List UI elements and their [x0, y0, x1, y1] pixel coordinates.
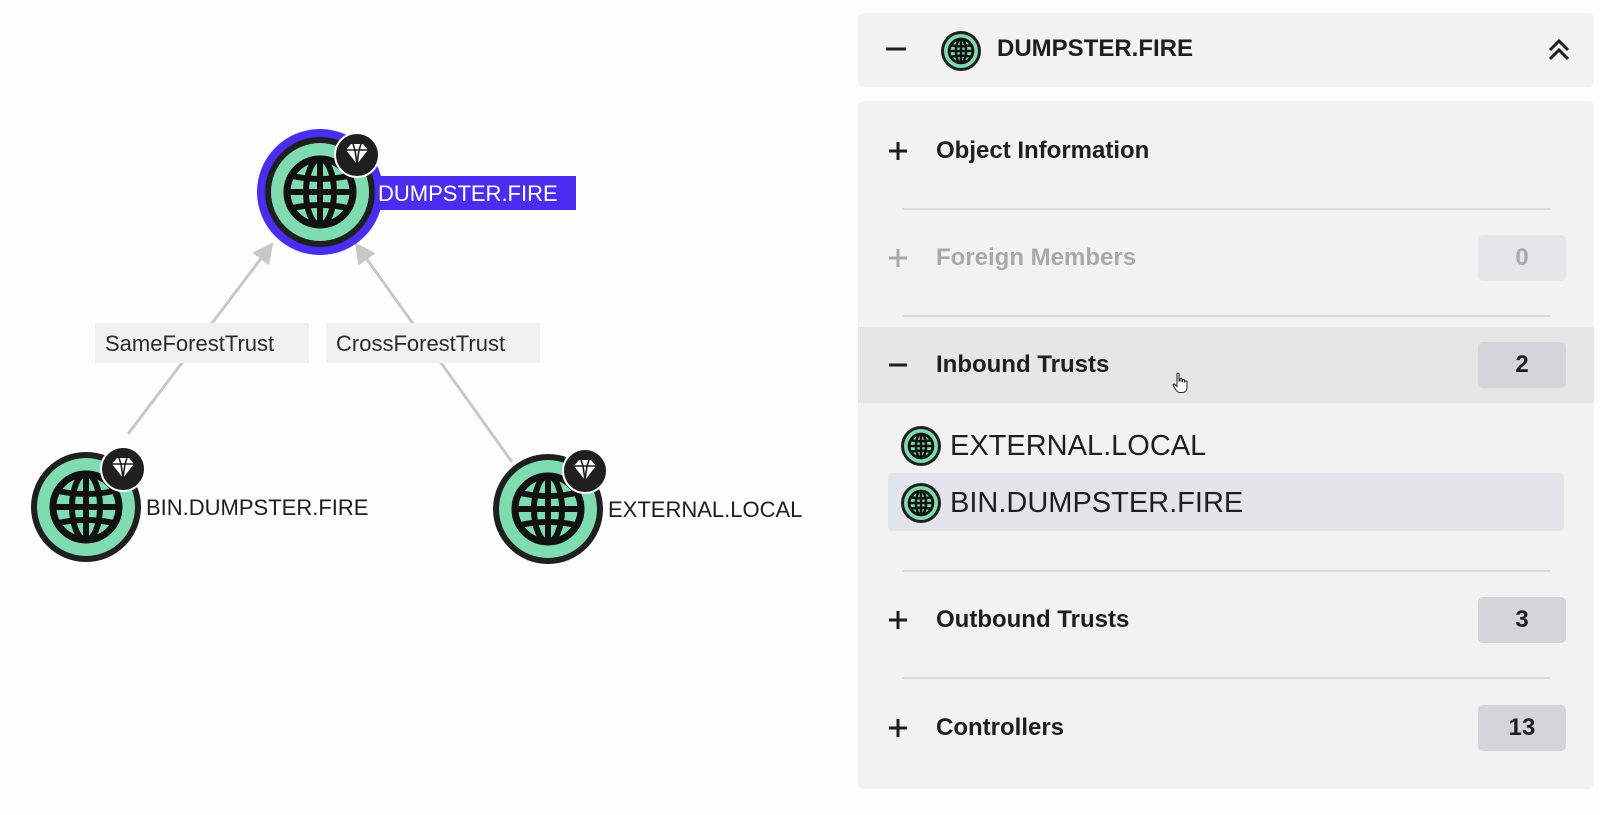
- plus-icon: [889, 719, 907, 737]
- section-label: Controllers: [936, 714, 1065, 741]
- section-object-information[interactable]: Object Information: [858, 113, 1594, 189]
- plus-icon: [889, 142, 907, 160]
- node-bin-dumpster-fire[interactable]: BIN.DUMPSTER.FIRE: [31, 446, 368, 562]
- section-foreign-members: Foreign Members 0: [858, 220, 1594, 296]
- plus-icon: [889, 611, 907, 629]
- svg-text:SameForestTrust: SameForestTrust: [105, 331, 274, 356]
- gem-icon: [562, 448, 608, 494]
- divider: [902, 315, 1550, 317]
- count-badge: 3: [1478, 597, 1566, 643]
- minus-icon: [889, 363, 907, 367]
- selected-label-background: [370, 176, 576, 210]
- trust-item-name: EXTERNAL.LOCAL: [950, 430, 1207, 462]
- section-inbound-trusts[interactable]: Inbound Trusts 2: [858, 327, 1594, 403]
- edge-label-crossforesttrust[interactable]: CrossForestTrust: [326, 323, 540, 363]
- globe-icon: [901, 426, 941, 466]
- svg-text:CrossForestTrust: CrossForestTrust: [336, 331, 505, 356]
- minus-icon[interactable]: [878, 31, 914, 67]
- trust-item-name: BIN.DUMPSTER.FIRE: [950, 487, 1244, 519]
- globe-icon: [941, 31, 981, 71]
- inbound-trust-item-bin-dumpster-fire[interactable]: BIN.DUMPSTER.FIRE: [888, 473, 1564, 531]
- double-chevron-up-icon[interactable]: [1542, 33, 1576, 67]
- divider: [902, 677, 1550, 679]
- globe-icon: [901, 483, 941, 523]
- hand-pointer-icon: [1172, 372, 1188, 393]
- node-label: DUMPSTER.FIRE: [378, 181, 558, 206]
- count-badge: 2: [1478, 342, 1566, 388]
- inbound-trust-item-external-local[interactable]: EXTERNAL.LOCAL: [888, 416, 1564, 474]
- plus-icon: [889, 249, 907, 267]
- section-label: Outbound Trusts: [936, 606, 1130, 633]
- gem-icon: [334, 132, 380, 178]
- node-dumpster-fire[interactable]: DUMPSTER.FIRE: [257, 129, 576, 255]
- entity-panel-header: DUMPSTER.FIRE: [858, 13, 1594, 87]
- node-label: BIN.DUMPSTER.FIRE: [146, 495, 368, 520]
- section-label: Foreign Members: [936, 244, 1137, 271]
- count-badge: 13: [1478, 705, 1566, 751]
- graph-canvas[interactable]: SameForestTrust CrossForestTrust DUMPSTE…: [0, 0, 840, 815]
- entity-panel-body: Object Information Foreign Members 0 Inb…: [858, 101, 1594, 789]
- node-external-local[interactable]: EXTERNAL.LOCAL: [493, 448, 802, 564]
- section-label: Inbound Trusts: [936, 351, 1110, 378]
- section-label: Object Information: [936, 137, 1150, 164]
- section-outbound-trusts[interactable]: Outbound Trusts 3: [858, 582, 1594, 658]
- count-badge: 0: [1478, 235, 1566, 281]
- section-controllers[interactable]: Controllers 13: [858, 690, 1594, 766]
- divider: [902, 570, 1550, 572]
- node-label: EXTERNAL.LOCAL: [608, 497, 802, 522]
- edge-label-sameforesttrust[interactable]: SameForestTrust: [95, 323, 309, 363]
- gem-icon: [100, 446, 146, 492]
- divider: [902, 208, 1550, 210]
- panel-title: DUMPSTER.FIRE: [997, 35, 1194, 62]
